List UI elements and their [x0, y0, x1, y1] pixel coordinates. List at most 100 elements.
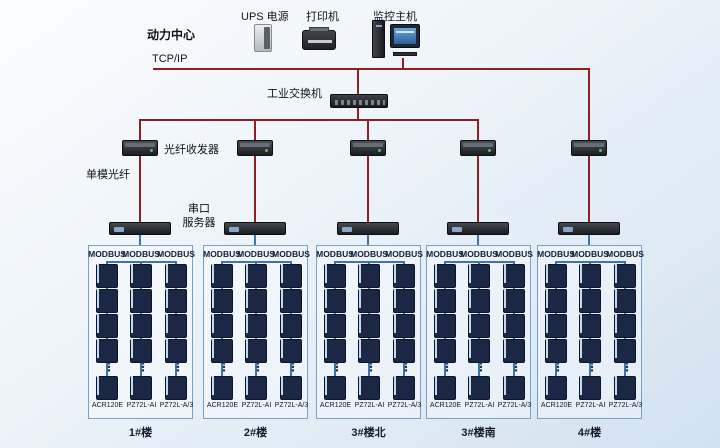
meter-screen: [97, 289, 99, 308]
fiber-transceiver-icon: [237, 140, 273, 156]
power-meter-icon: [468, 264, 490, 288]
serial-server-label: 串口 服务器: [176, 202, 222, 230]
serial-server-icon: [109, 222, 171, 235]
meter-screen: [469, 339, 471, 358]
power-meter-icon: [280, 314, 302, 338]
meter-model-label: PZ72L-AI: [241, 402, 272, 409]
power-meter-icon: [545, 339, 567, 363]
transceiver-face: [463, 143, 493, 147]
modbus-label: MODBUS: [350, 249, 388, 259]
modbus-label: MODBUS: [571, 249, 609, 259]
meter-screen: [281, 289, 283, 308]
power-meter-icon: [358, 339, 380, 363]
transceiver-led: [265, 149, 268, 152]
bus-connector-line: [222, 261, 292, 263]
meter-model-label: PZ72L-AI: [354, 402, 385, 409]
meter-screen: [166, 264, 168, 283]
continuation-dots: ⋮: [365, 360, 377, 374]
meter-screen: [615, 339, 617, 358]
meter-screen: [546, 264, 548, 283]
power-meter-icon: [211, 264, 233, 288]
fiber-link-line: [588, 156, 590, 223]
power-meter-icon: [468, 289, 490, 313]
power-meter-icon: [393, 289, 415, 313]
printer-icon: [302, 27, 336, 50]
transceiver-face: [125, 143, 155, 147]
serial-link-line: [254, 235, 256, 246]
meter-screen: [166, 376, 168, 395]
meter-screen: [97, 376, 99, 395]
serial-server-icon: [558, 222, 620, 235]
switch-uplink-line: [357, 70, 359, 94]
continuation-dots: ⋮: [103, 360, 115, 374]
transceiver-led: [150, 149, 153, 152]
meter-screen: [212, 289, 214, 308]
meter-screen: [359, 376, 361, 395]
transceiver-led: [599, 149, 602, 152]
bus-connector-line: [556, 261, 626, 263]
meter-screen: [325, 264, 327, 283]
power-meter-icon: [165, 314, 187, 338]
meter-screen: [246, 339, 248, 358]
modbus-label: MODBUS: [426, 249, 464, 259]
power-meter-icon: [393, 264, 415, 288]
screen-content-line: [396, 31, 414, 33]
fiber-transceiver-label: 光纤收发器: [164, 144, 219, 156]
power-meter-icon: [324, 289, 346, 313]
meter-screen: [469, 289, 471, 308]
fiber-link-line: [477, 156, 479, 223]
continuation-dots: ⋮: [331, 360, 343, 374]
power-meter-icon: [165, 264, 187, 288]
industrial-switch-icon: [330, 94, 388, 108]
serial-server-icon: [447, 222, 509, 235]
power-meter-icon: [434, 264, 456, 288]
meter-screen: [504, 314, 506, 333]
meter-screen: [615, 264, 617, 283]
meter-screen: [580, 314, 582, 333]
meter-screen: [504, 264, 506, 283]
modbus-label: MODBUS: [122, 249, 160, 259]
meter-screen: [281, 264, 283, 283]
meter-screen: [246, 289, 248, 308]
host-tower-icon: [372, 20, 385, 58]
power-meter-icon: [614, 264, 636, 288]
serial-link-line: [139, 235, 141, 246]
meter-screen: [359, 339, 361, 358]
continuation-dots: ⋮: [137, 360, 149, 374]
power-center-label: 动力中心: [147, 28, 196, 42]
meter-screen: [394, 264, 396, 283]
meter-screen: [435, 339, 437, 358]
power-meter-icon: [503, 264, 525, 288]
power-meter-icon: [434, 314, 456, 338]
continuation-dots: ⋮: [252, 360, 264, 374]
printer-label: 打印机: [306, 11, 339, 23]
power-meter-icon: [130, 376, 152, 400]
power-meter-icon: [614, 289, 636, 313]
meter-screen: [325, 339, 327, 358]
meter-screen: [325, 289, 327, 308]
fiber-transceiver-icon: [350, 140, 386, 156]
power-meter-icon: [211, 339, 233, 363]
continuation-dots: ⋮: [552, 360, 564, 374]
serial-server-led: [229, 227, 239, 232]
meter-model-label: PZ72L-AI: [464, 402, 495, 409]
meter-screen: [212, 376, 214, 395]
meter-screen: [580, 264, 582, 283]
meter-screen: [131, 339, 133, 358]
power-meter-icon: [503, 314, 525, 338]
meter-screen: [325, 376, 327, 395]
power-meter-icon: [614, 339, 636, 363]
meter-screen: [212, 314, 214, 333]
transceiver-face: [240, 143, 270, 147]
serial-server-icon: [224, 222, 286, 235]
power-meter-icon: [96, 264, 118, 288]
meter-model-label: PZ72L-A/3: [274, 402, 309, 409]
power-meter-icon: [245, 289, 267, 313]
serial-server-led: [114, 227, 124, 232]
fiber-link-line: [367, 156, 369, 223]
fiber-link-line: [254, 156, 256, 223]
meter-screen: [394, 314, 396, 333]
meter-screen: [435, 314, 437, 333]
